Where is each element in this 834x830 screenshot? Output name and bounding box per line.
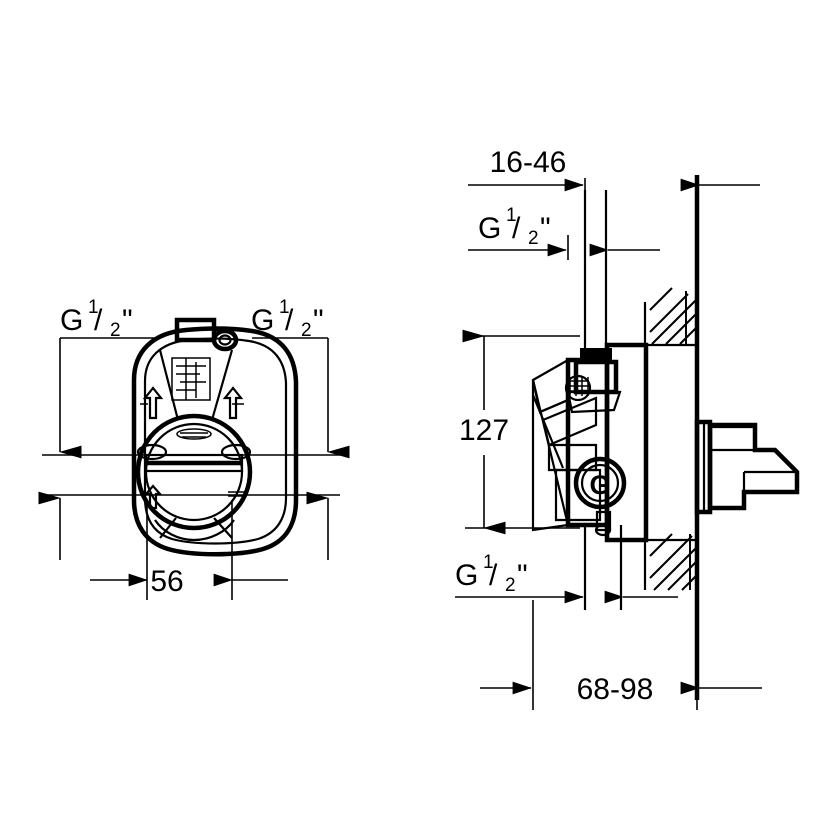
bottom-thread-label-denominator: 2 (505, 575, 516, 596)
bottom-thread-label-numerator: 1 (483, 552, 494, 573)
bottom-thread-dimension: G 1 / 2 " (455, 552, 678, 604)
depth-range-dimension-value: 16-46 (490, 146, 567, 179)
top-thread-dimension: G 1 / 2 " (468, 205, 660, 260)
bottom-thread-label-slash: / (489, 559, 498, 592)
top-inlet-knurl (568, 377, 589, 396)
handle-escutcheon (694, 419, 800, 515)
height-dimension: 127 (459, 329, 580, 535)
front-view-extension-lines (42, 454, 340, 496)
height-dimension-value: 127 (459, 414, 509, 447)
front-left-thread-label-numerator: 1 (88, 297, 99, 318)
top-thread-label-g: G (478, 212, 501, 245)
bottom-thread-label-inch: " (517, 559, 528, 592)
front-right-inlet-dimension (252, 337, 350, 560)
front-right-thread-label-denominator: 2 (301, 320, 312, 341)
front-left-thread-label-slash: / (94, 304, 103, 337)
overall-dimension-value: 68-98 (577, 673, 654, 706)
wall-hatch-lower (649, 533, 698, 591)
front-left-thread-label: G 1 / 2 " (60, 297, 133, 341)
front-right-thread-label-inch: " (313, 304, 324, 337)
grohe-logo: G (573, 456, 627, 510)
front-width-dimension-value: 56 (150, 565, 183, 598)
front-left-thread-label-inch: " (122, 304, 133, 337)
bottom-thread-label-g: G (455, 559, 478, 592)
molded-label-marks (136, 357, 252, 497)
front-left-inlet-dimension (38, 337, 158, 560)
top-thread-label-inch: " (540, 212, 551, 245)
top-inlet-seal (580, 348, 612, 362)
depth-range-dimension: 16-46 (468, 146, 760, 200)
side-section-view-group: G 16-46 G 1 / 2 (455, 146, 800, 710)
top-mounting-tab (174, 317, 239, 352)
front-left-thread-label-g: G (60, 304, 83, 337)
front-view-group: G 1 / 2 " G 1 / 2 " 56 (38, 297, 350, 600)
cartridge-opening (135, 413, 253, 531)
front-right-thread-label-numerator: 1 (279, 297, 290, 318)
front-right-thread-label-g: G (251, 304, 274, 337)
front-right-thread-label: G 1 / 2 " (251, 297, 324, 341)
front-right-thread-label-slash: / (285, 304, 294, 337)
top-thread-label-numerator: 1 (506, 205, 517, 226)
top-thread-label-denominator: 2 (528, 228, 539, 249)
front-width-dimension: 56 (90, 500, 288, 600)
top-inlet-pipe (564, 190, 622, 414)
front-left-thread-label-denominator: 2 (110, 320, 121, 341)
body-webs (154, 349, 235, 542)
flow-arrow-markers (142, 386, 244, 510)
wall-hatch-upper (649, 287, 698, 345)
grohe-logo-letter: G (589, 470, 610, 500)
top-thread-label-slash: / (512, 212, 521, 245)
overall-dimension: 68-98 (480, 600, 762, 710)
